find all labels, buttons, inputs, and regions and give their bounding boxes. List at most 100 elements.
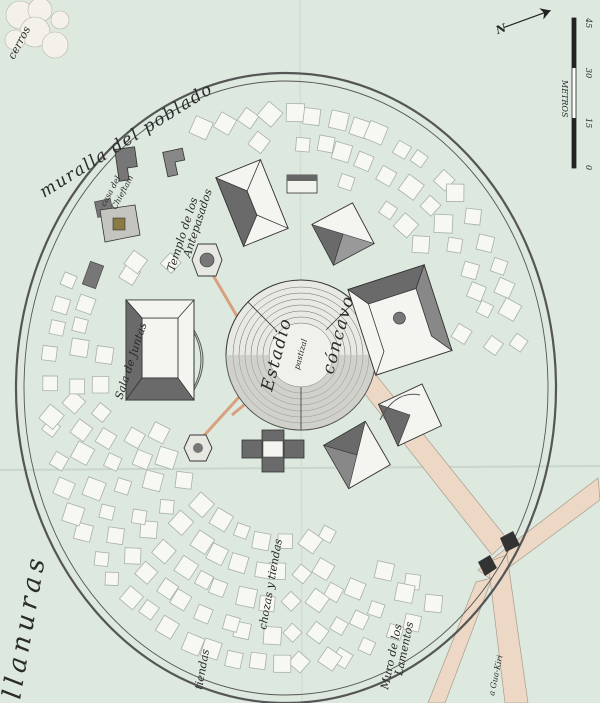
- hut: [189, 529, 216, 556]
- hut: [139, 520, 159, 539]
- hut: [297, 528, 324, 555]
- hut: [291, 563, 313, 585]
- hut: [124, 547, 142, 565]
- north-arrow-label: N: [493, 21, 509, 37]
- hut: [188, 115, 214, 141]
- hut: [489, 256, 509, 276]
- longhouse-north: [215, 158, 289, 248]
- hut: [251, 530, 272, 552]
- village-wall-inner: [23, 80, 549, 696]
- hut: [497, 297, 523, 322]
- hut: [343, 577, 367, 601]
- hut: [69, 337, 90, 358]
- hut: [397, 173, 425, 201]
- hut: [130, 508, 148, 526]
- hut: [123, 426, 146, 450]
- hut: [232, 522, 251, 540]
- hut: [282, 622, 303, 643]
- hut: [159, 252, 182, 275]
- hut: [208, 577, 229, 598]
- hut: [256, 100, 284, 128]
- hut: [464, 207, 482, 226]
- hut: [123, 249, 149, 275]
- hut: [221, 613, 241, 633]
- east-lodge: [347, 263, 453, 377]
- hut: [327, 109, 350, 132]
- hut: [446, 236, 464, 254]
- hut: [357, 636, 377, 656]
- hut: [375, 164, 398, 188]
- hut: [236, 106, 260, 130]
- label-chozas: chozas y tiendas: [256, 537, 285, 630]
- hut: [277, 533, 293, 549]
- hut: [227, 552, 250, 575]
- hut: [188, 491, 216, 519]
- hut: [48, 319, 66, 337]
- hut: [199, 637, 223, 661]
- cross-hall: [241, 429, 305, 473]
- hut: [482, 334, 504, 357]
- hut: [409, 149, 429, 169]
- hut: [69, 418, 94, 443]
- hut: [40, 344, 58, 362]
- hut: [330, 140, 354, 164]
- hut: [235, 585, 259, 609]
- hut: [423, 593, 444, 614]
- hut: [280, 590, 302, 612]
- hut: [159, 499, 175, 515]
- hut: [475, 299, 495, 319]
- shrine-south: [183, 434, 213, 462]
- hut: [285, 102, 306, 123]
- hut: [59, 271, 78, 290]
- assembly-hall: [125, 298, 204, 402]
- hut: [134, 560, 159, 585]
- hut: [174, 470, 194, 490]
- hut: [48, 450, 70, 472]
- label-llanuras: llanuras: [0, 551, 52, 701]
- hut: [91, 376, 110, 394]
- hut: [353, 150, 375, 173]
- hut: [378, 200, 399, 221]
- hut: [411, 235, 431, 254]
- hut: [141, 469, 165, 493]
- hut: [247, 130, 271, 155]
- hut: [392, 212, 420, 239]
- hut: [169, 588, 193, 612]
- hut: [508, 332, 529, 353]
- storehouse: [286, 174, 318, 194]
- pyramid-house: [311, 202, 375, 266]
- hut: [154, 614, 180, 640]
- hut: [93, 551, 110, 567]
- scale-tick-45: 45: [584, 17, 593, 28]
- hut: [366, 600, 386, 619]
- hut: [402, 612, 423, 633]
- hut: [363, 119, 389, 146]
- hut: [69, 440, 96, 466]
- hut: [106, 526, 125, 546]
- scale-tick-15: 15: [584, 118, 593, 128]
- hut: [391, 139, 413, 160]
- hut: [248, 651, 268, 671]
- hut: [304, 587, 331, 614]
- hut-cluster: [38, 100, 529, 674]
- concave-stadium: [225, 279, 377, 431]
- hut: [446, 183, 465, 202]
- hut: [75, 293, 97, 316]
- hut: [465, 281, 487, 303]
- hut: [50, 295, 72, 316]
- hut: [329, 616, 349, 636]
- hut: [317, 646, 343, 672]
- hut: [311, 557, 336, 582]
- hut: [42, 375, 58, 392]
- hut: [373, 560, 396, 582]
- hut: [104, 571, 119, 586]
- hut: [154, 445, 179, 471]
- hut: [118, 585, 145, 611]
- hut: [287, 650, 311, 674]
- hut: [208, 506, 235, 533]
- scale-bar: METROS 0 15 30 45: [560, 17, 593, 170]
- hut: [193, 569, 215, 591]
- scale-unit: METROS: [560, 79, 569, 118]
- hut: [156, 577, 180, 601]
